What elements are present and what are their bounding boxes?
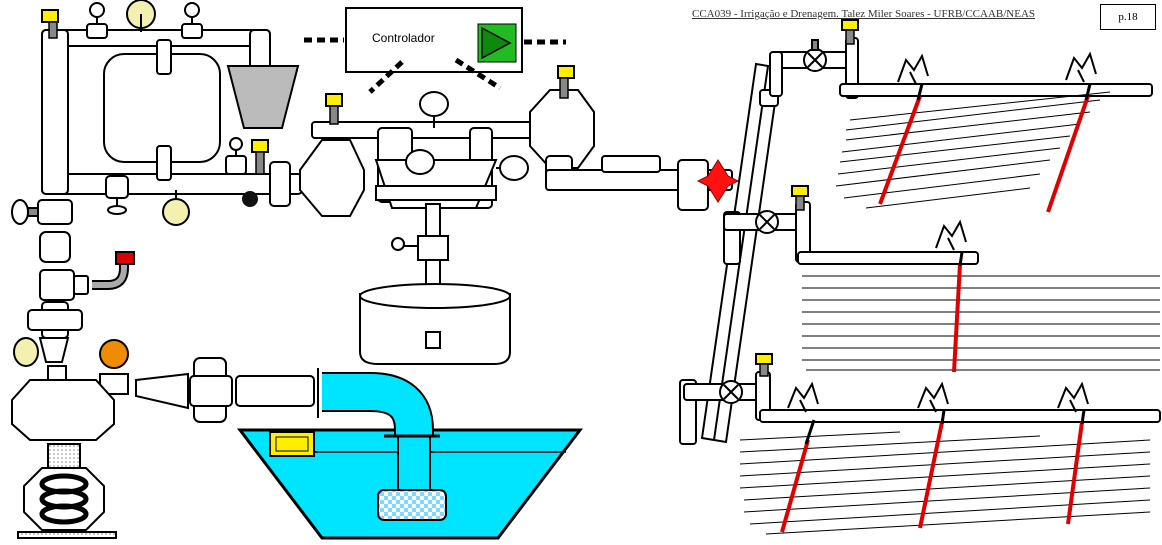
drip-lines: [780, 95, 1090, 533]
valve-yellow-lateral-3[interactable]: [755, 353, 773, 377]
signal-wires: [304, 37, 566, 94]
lateral-header-2: [723, 201, 979, 265]
sprinkler-icon: [787, 381, 819, 413]
field-area-1: [835, 91, 1111, 209]
left-fittings-column: [11, 199, 89, 339]
field-area-3: [739, 431, 1151, 535]
pressure-gauge-icon: [126, 0, 156, 32]
fertilizer-tank-assembly: [41, 29, 303, 207]
valve-handle-icon[interactable]: [225, 137, 247, 175]
sprinkler-icon: [917, 381, 949, 413]
field-area-2: [802, 275, 1160, 371]
hose-elbow: [92, 251, 135, 290]
pressure-gauge-icon: [162, 190, 190, 226]
course-title: CCA039 - Irrigação e Drenagem. Talez Mil…: [692, 8, 1036, 20]
controller-label: Controlador: [372, 31, 435, 45]
valve-yellow-tl[interactable]: [41, 9, 59, 39]
filter-housing: [11, 365, 117, 539]
lateral-header-3: [679, 371, 1161, 445]
drip-connectors: [804, 83, 1092, 445]
float-switch-icon: [269, 431, 315, 457]
sprinkler-icon: [935, 219, 967, 251]
lateral-header-1: [759, 37, 1153, 107]
suction-line: [135, 357, 319, 423]
valve-yellow-pump-left[interactable]: [325, 93, 343, 125]
valve-handle-icon[interactable]: [181, 2, 203, 39]
valve-handle-icon[interactable]: [86, 2, 108, 39]
sprinkler-icon: [897, 53, 929, 85]
page-number: p.18: [1100, 4, 1156, 30]
foot-valve-filter: [377, 489, 447, 521]
valve-yellow-lateral-2[interactable]: [791, 185, 809, 211]
play-icon[interactable]: [481, 26, 512, 60]
sprinkler-icon: [1065, 51, 1097, 83]
controller-unit[interactable]: [345, 7, 523, 73]
valve-yellow-lateral-1[interactable]: [841, 19, 859, 45]
sprinkler-icon: [1057, 381, 1089, 413]
pressure-gauge-icon: [13, 337, 70, 367]
valve-yellow-pump-right[interactable]: [557, 65, 575, 99]
flow-gauge-icon: [99, 339, 129, 395]
check-valve: [242, 191, 258, 207]
valve-handle-icon[interactable]: [105, 175, 129, 215]
water-reservoir: [236, 372, 584, 540]
pressure-relief-valve: [696, 159, 740, 203]
valve-yellow-mid[interactable]: [251, 139, 269, 175]
pump-unit: [299, 89, 595, 365]
